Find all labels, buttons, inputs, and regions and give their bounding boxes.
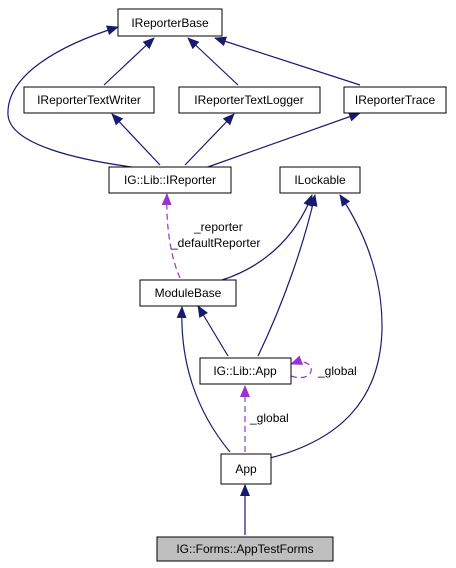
node-label-ireporter: IG::Lib::IReporter (124, 173, 216, 187)
usage-edges (161, 193, 312, 452)
node-label-libapp: IG::Lib::App (213, 364, 277, 378)
edge-modulebase-to-ireporter (161, 193, 181, 279)
node-ilockable[interactable]: ILockable (279, 166, 361, 194)
edge-app-to-modulebase (176, 306, 231, 453)
edge-libapp-to-libapp-global (290, 355, 312, 379)
edge-libapp-to-ilockable (257, 194, 318, 357)
edge-app-to-ilockable (269, 194, 383, 459)
node-label-ireportertextlogger: IReporterTextLogger (194, 93, 303, 107)
node-ireporterbase[interactable]: IReporterBase (117, 8, 223, 37)
edge-ireporter-to-ireporterbase (7, 25, 133, 168)
inheritance-edges (7, 25, 383, 535)
node-ireporter[interactable]: IG::Lib::IReporter (108, 166, 232, 194)
node-label-ireportertrace: IReporterTrace (355, 93, 436, 107)
edge-label-reporter: _reporter (193, 220, 243, 234)
node-label-ireportertextwriter: IReporterTextWriter (37, 93, 141, 107)
node-modulebase[interactable]: ModuleBase (139, 279, 237, 307)
edge-label-global-self: _global (317, 364, 357, 378)
node-label-apptestforms: IG::Forms::AppTestForms (176, 542, 313, 556)
edge-libapp-to-modulebase (197, 305, 229, 357)
edge-ireporter-to-ireportertrace (204, 111, 361, 169)
edge-label-default-reporter: _defaultReporter (170, 236, 260, 250)
edge-modulebase-to-ilockable (221, 194, 313, 281)
edge-ireportertextwriter-to-ireporterbase (103, 37, 155, 86)
edge-label-global-app: _global (249, 411, 289, 425)
edge-ireportertrace-to-ireporterbase (214, 36, 361, 86)
node-label-ireporterbase: IReporterBase (131, 16, 209, 30)
edge-ireporter-to-ireportertextwriter (111, 113, 161, 166)
edge-ireporter-to-ireportertextlogger (184, 113, 235, 166)
node-ireportertextwriter[interactable]: IReporterTextWriter (23, 86, 155, 114)
node-label-app: App (235, 462, 257, 476)
node-apptestforms[interactable]: IG::Forms::AppTestForms (156, 536, 334, 562)
edge-ireportertextlogger-to-ireporterbase (187, 37, 239, 86)
edge-labels: _reporter _defaultReporter _global _glob… (170, 220, 357, 425)
node-ireportertrace[interactable]: IReporterTrace (343, 86, 447, 114)
node-label-ilockable: ILockable (294, 173, 346, 187)
node-ireportertextlogger[interactable]: IReporterTextLogger (178, 86, 321, 114)
node-libapp[interactable]: IG::Lib::App (199, 357, 292, 385)
node-label-modulebase: ModuleBase (155, 286, 222, 300)
node-app[interactable]: App (220, 453, 272, 485)
